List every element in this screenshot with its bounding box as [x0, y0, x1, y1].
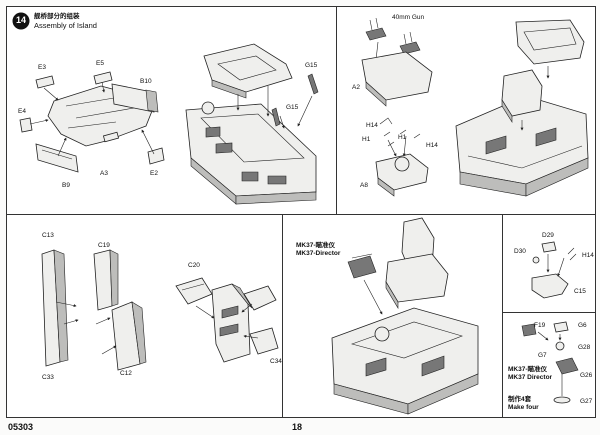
- part-label-c15: C15: [574, 288, 586, 295]
- part-label-e5: E5: [96, 60, 104, 67]
- part-label-h14: H14: [582, 252, 594, 259]
- part-label-b9: B9: [62, 182, 70, 189]
- island-exploded-diagram: [19, 43, 319, 205]
- part-label-c13: C13: [42, 232, 54, 239]
- page-number: 18: [292, 422, 303, 432]
- part-label-h1-left: H1: [362, 136, 371, 143]
- part-label-e3: E3: [38, 64, 46, 71]
- part-label-e4: E4: [18, 108, 26, 115]
- label-mk37-en-small: MK37 Director: [508, 374, 553, 381]
- step-title-en: Assembly of Island: [34, 21, 97, 30]
- part-label-g26: G26: [580, 372, 593, 379]
- gun-platform-diagram: [361, 17, 589, 197]
- label-mk37-cn-small: MK37-瞄准仪: [508, 366, 548, 373]
- step-title-cn: 舰桥部分的组装: [34, 13, 80, 20]
- part-label-d30: D30: [514, 248, 526, 255]
- part-label-c34: C34: [270, 358, 282, 365]
- part-label-g15-top: G15: [305, 62, 318, 69]
- label-mk37-cn: MK37-瞄准仪: [296, 242, 336, 249]
- part-label-g27: G27: [580, 398, 593, 405]
- part-label-a3: A3: [100, 170, 108, 177]
- part-label-g7: G7: [538, 352, 547, 359]
- part-label-e2: E2: [150, 170, 158, 177]
- mk37-director-diagram: [331, 217, 479, 415]
- part-label-c19: C19: [98, 242, 110, 249]
- step-number: 14: [15, 15, 26, 25]
- part-label-a8: A8: [360, 182, 368, 189]
- label-make-four-cn: 制作4套: [508, 396, 532, 403]
- part-label-g15-mid: G15: [286, 104, 299, 111]
- part-label-c20: C20: [188, 262, 200, 269]
- part-label-h14-right: H14: [426, 142, 438, 149]
- mk37-subassembly-diagram: [521, 321, 579, 404]
- part-label-g6: G6: [578, 322, 587, 329]
- part-label-a2: A2: [352, 84, 360, 91]
- panel-d29-c15: [502, 214, 596, 314]
- panel-mk37-subassembly: [502, 312, 596, 418]
- part-label-h1-right: H1: [398, 134, 407, 141]
- part-label-c33: C33: [42, 374, 54, 381]
- label-make-four-en: Make four: [508, 404, 539, 411]
- label-40mm-gun: 40mm Gun: [392, 14, 425, 21]
- part-label-h14-left: H14: [366, 122, 378, 129]
- part-label-g28: G28: [578, 344, 591, 351]
- island-plates-diagram: [41, 249, 279, 371]
- product-code: 05303: [8, 422, 34, 432]
- part-label-f19: F19: [534, 322, 546, 329]
- part-label-b10: B10: [140, 78, 152, 85]
- step-number-badge: [12, 12, 30, 30]
- part-label-c12: C12: [120, 370, 132, 377]
- d29-c15-diagram: [531, 241, 577, 299]
- label-mk37-en: MK37-Director: [296, 250, 341, 257]
- part-label-d29: D29: [542, 232, 554, 239]
